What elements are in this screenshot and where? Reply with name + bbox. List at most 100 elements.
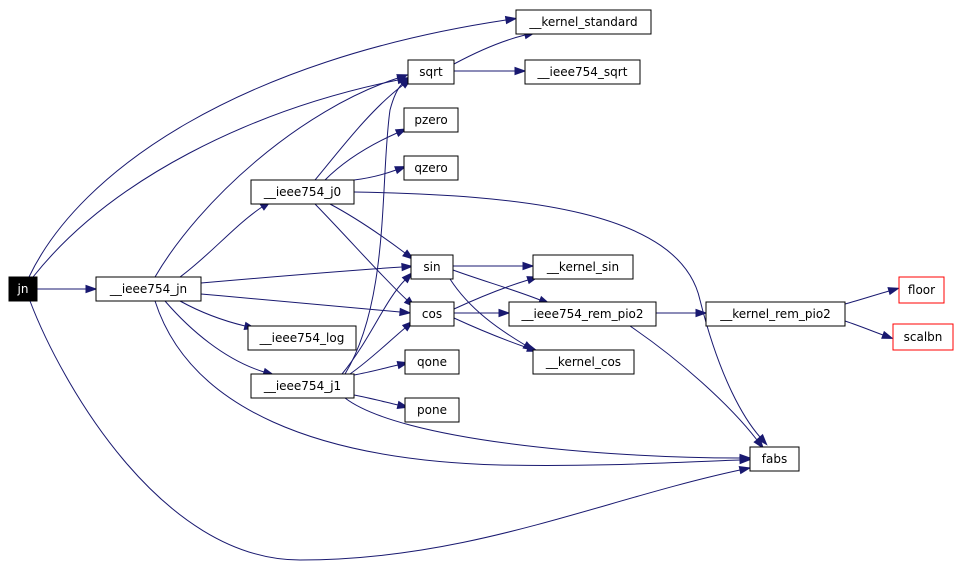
node-ieee754-log[interactable]: __ieee754_log — [247, 325, 357, 351]
arrowhead-icon — [401, 262, 414, 272]
edge-sin-to-kernel_sin — [453, 261, 535, 271]
edge-line — [629, 325, 758, 441]
nodes-layer: jn __ieee754_jn __ieee754_j0 __ieee754_j1 __… — [8, 9, 954, 472]
node-box — [95, 276, 202, 302]
node-box — [409, 301, 455, 327]
edge-ieee754_jn-to-sin — [200, 262, 414, 284]
arrowhead-icon — [85, 284, 98, 294]
node-pone[interactable]: pone — [404, 397, 460, 423]
arrowhead-icon — [881, 330, 894, 339]
node-label: pzero — [414, 113, 447, 127]
node-ieee754-sqrt[interactable]: __ieee754_sqrt — [524, 59, 641, 85]
node-kernel-cos[interactable]: __kernel_cos — [532, 349, 635, 375]
edge-ieee754_j1-to-pone — [353, 394, 410, 409]
edge-line — [453, 279, 529, 310]
edge-line — [349, 327, 406, 375]
edge-jn-to-kernel_standard — [28, 15, 518, 278]
node-box — [404, 349, 460, 375]
node-scalbn[interactable]: scalbn — [892, 323, 954, 351]
edge-ieee754_j0-to-qzero — [353, 166, 407, 181]
node-label: __kernel_cos — [545, 355, 621, 369]
node-label: __kernel_sin — [546, 260, 619, 274]
edge-ieee754_rem_pio2-to-fabs — [629, 325, 765, 450]
edge-jn-to-sqrt — [32, 75, 410, 278]
node-box — [403, 107, 459, 133]
node-qzero[interactable]: qzero — [403, 155, 459, 181]
node-kernel-rem-pio2[interactable]: __kernel_rem_pio2 — [705, 301, 846, 327]
edge-ieee754_j0-to-sin — [329, 203, 415, 260]
edge-line — [344, 397, 741, 459]
node-ieee754-jn[interactable]: __ieee754_jn — [95, 276, 202, 302]
node-fabs[interactable]: fabs — [749, 446, 800, 472]
node-label: qone — [417, 355, 447, 369]
node-sqrt[interactable]: sqrt — [407, 59, 455, 85]
edge-line — [314, 84, 404, 181]
arrowhead-icon — [396, 74, 409, 83]
edge-line — [353, 169, 397, 181]
edge-line — [453, 317, 529, 349]
edge-line — [341, 279, 406, 375]
node-jn[interactable]: jn — [8, 276, 38, 302]
arrowhead-icon — [739, 453, 752, 463]
arrowhead-icon — [498, 308, 511, 318]
arrowhead-icon — [394, 128, 408, 138]
edge-line — [329, 203, 406, 254]
node-label: sin — [423, 260, 440, 274]
node-sin[interactable]: sin — [410, 254, 454, 280]
node-box — [250, 373, 355, 399]
arrowhead-icon — [756, 433, 768, 446]
edge-line — [164, 300, 265, 373]
node-box — [410, 254, 454, 280]
node-box — [407, 59, 455, 85]
node-box — [250, 179, 355, 205]
edge-line — [314, 203, 408, 301]
edge-line — [844, 320, 884, 336]
arrowhead-icon — [514, 66, 527, 76]
node-label: __kernel_rem_pio2 — [719, 307, 831, 321]
node-cos[interactable]: cos — [409, 301, 455, 327]
edge-ieee754_j1-to-sin — [341, 271, 414, 375]
node-label: __ieee754_rem_pio2 — [520, 307, 643, 321]
node-label: __ieee754_j0 — [263, 185, 341, 199]
node-label: floor — [908, 283, 935, 297]
node-label: cos — [422, 307, 442, 321]
edge-ieee754_j1-to-fabs — [344, 397, 752, 463]
node-floor[interactable]: floor — [898, 276, 945, 304]
edge-line — [179, 300, 246, 327]
edge-line — [200, 293, 401, 313]
node-label: __ieee754_j1 — [263, 379, 341, 393]
edge-line — [452, 269, 541, 301]
edge-ieee754_j0-to-cos — [314, 203, 416, 308]
node-ieee754-j1[interactable]: __ieee754_j1 — [250, 373, 355, 399]
edge-line — [344, 83, 403, 375]
edge-ieee754_j1-to-qone — [353, 361, 410, 376]
arrowhead-icon — [738, 465, 752, 475]
edge-line — [32, 79, 399, 278]
edge-ieee754_jn-to-ieee754_log — [179, 300, 257, 330]
node-box — [515, 9, 652, 35]
node-box — [705, 301, 846, 327]
node-box — [749, 446, 800, 472]
edge-sqrt-to-kernel_standard — [453, 31, 537, 65]
node-pzero[interactable]: pzero — [403, 107, 459, 133]
edge-line — [353, 191, 761, 438]
node-label: jn — [17, 282, 29, 296]
edge-line — [154, 300, 741, 466]
node-kernel-standard[interactable]: __kernel_standard — [515, 9, 652, 35]
node-box — [247, 325, 357, 351]
edges-layer — [28, 15, 901, 561]
node-qone[interactable]: qone — [404, 349, 460, 375]
node-kernel-sin[interactable]: __kernel_sin — [532, 254, 634, 280]
arrowhead-icon — [522, 261, 535, 271]
node-label: qzero — [414, 161, 447, 175]
node-box — [403, 155, 459, 181]
arrowhead-icon — [753, 437, 765, 450]
node-ieee754-rem-pio2[interactable]: __ieee754_rem_pio2 — [508, 301, 657, 327]
arrowhead-icon — [394, 166, 407, 175]
edge-ieee754_j0-to-fabs — [353, 191, 768, 446]
edge-line — [154, 77, 399, 278]
edge-line — [200, 266, 403, 284]
node-ieee754-j0[interactable]: __ieee754_j0 — [250, 179, 355, 205]
edge-kernel_rem_pio2-to-scalbn — [844, 320, 894, 339]
